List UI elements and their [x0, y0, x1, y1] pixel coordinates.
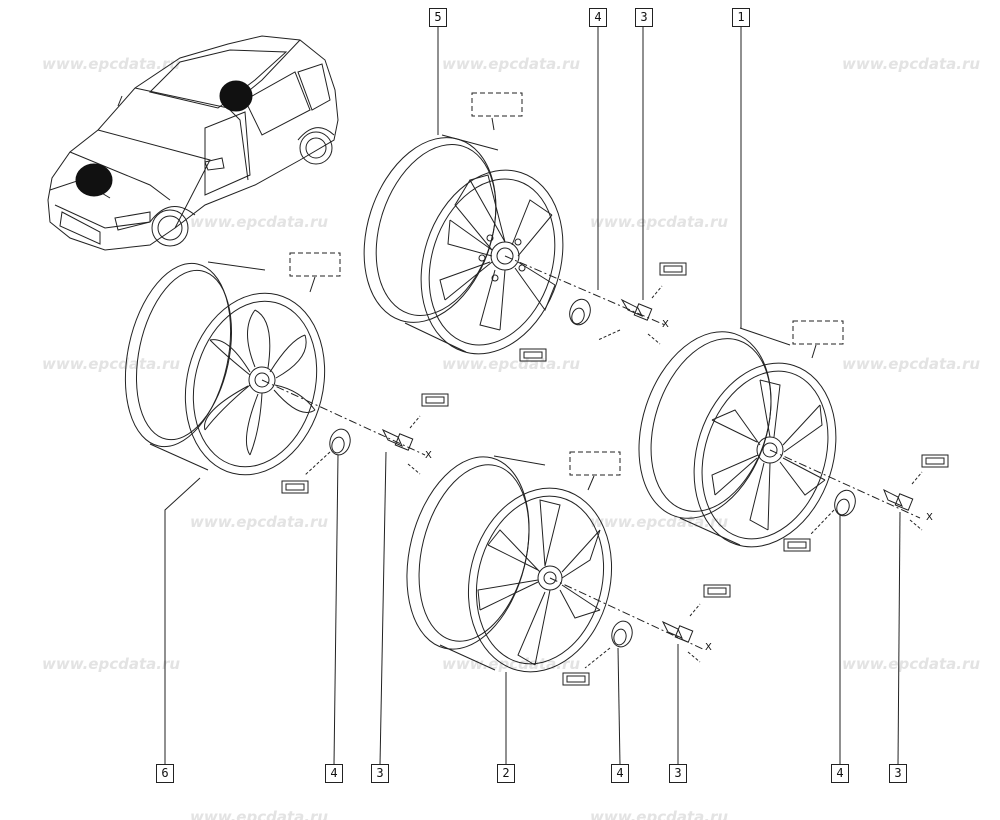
center-cap	[569, 298, 591, 326]
callout-3[interactable]: 3	[669, 764, 687, 783]
leader-line	[309, 276, 316, 293]
wheel-bolt	[883, 488, 914, 511]
wheel-bolt	[661, 620, 694, 643]
label-box	[569, 451, 621, 476]
leader-line	[491, 117, 495, 131]
wheel-bolt	[620, 298, 653, 321]
dimension-label: X	[705, 642, 712, 653]
label-box	[289, 252, 341, 277]
center-cap	[611, 620, 633, 648]
watermark: www.epcdata.ru	[590, 213, 729, 231]
center-cap	[834, 489, 856, 517]
callout-3[interactable]: 3	[635, 8, 653, 27]
watermark: www.epcdata.ru	[442, 655, 581, 673]
watermark: www.epcdata.ru	[590, 808, 729, 820]
watermark: www.epcdata.ru	[190, 808, 329, 820]
dimension-label: X	[425, 450, 432, 461]
callout-leaders	[164, 26, 901, 766]
watermark: www.epcdata.ru	[190, 213, 329, 231]
callout-4[interactable]: 4	[611, 764, 629, 783]
callout-1[interactable]: 1	[732, 8, 750, 27]
label-box	[792, 320, 844, 345]
dimension-label: X	[662, 319, 669, 330]
small-label-boxes	[281, 262, 949, 686]
watermark: www.epcdata.ru	[190, 513, 329, 531]
watermark: www.epcdata.ru	[842, 655, 981, 673]
watermark: www.epcdata.ru	[42, 655, 181, 673]
watermark: www.epcdata.ru	[842, 55, 981, 73]
callout-4[interactable]: 4	[831, 764, 849, 783]
label-box	[471, 92, 523, 117]
callout-6[interactable]: 6	[156, 764, 174, 783]
car-illustration	[47, 35, 339, 251]
axis-lines	[261, 255, 921, 651]
dimension-marks	[304, 285, 923, 669]
callout-4[interactable]: 4	[325, 764, 343, 783]
watermark: www.epcdata.ru	[442, 55, 581, 73]
callout-3[interactable]: 3	[371, 764, 389, 783]
callout-2[interactable]: 2	[497, 764, 515, 783]
watermark: www.epcdata.ru	[42, 55, 181, 73]
center-cap	[329, 428, 351, 456]
callout-4[interactable]: 4	[589, 8, 607, 27]
wheel-2	[406, 455, 613, 673]
leader-line	[811, 344, 817, 359]
dimension-label: X	[926, 512, 933, 523]
watermark: www.epcdata.ru	[842, 355, 981, 373]
wheel-6	[124, 261, 326, 476]
wheel-bolt	[381, 428, 414, 451]
leader-line	[587, 475, 595, 491]
wheel-1	[638, 327, 837, 548]
callout-3[interactable]: 3	[889, 764, 907, 783]
watermark: www.epcdata.ru	[42, 355, 181, 373]
callout-5[interactable]: 5	[429, 8, 447, 27]
wheel-5	[363, 134, 564, 355]
